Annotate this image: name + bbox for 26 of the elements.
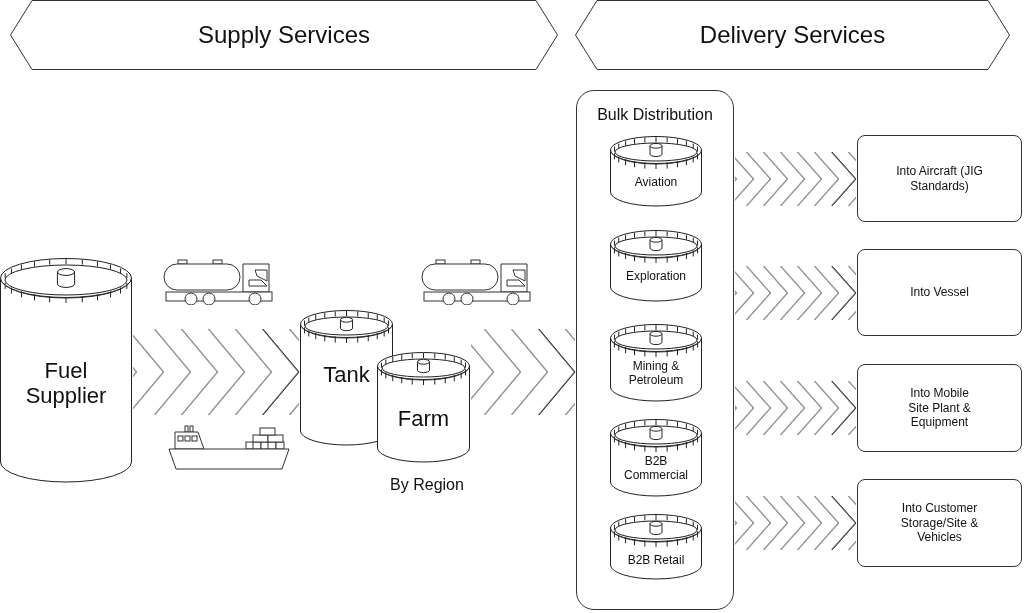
group-panel [576,90,734,610]
caption-text: By Region [389,475,465,495]
tank-label: Aviation [633,176,679,190]
tank-label: Tank [322,362,371,388]
tank-label: Mining & Petroleum [627,360,685,388]
section-banner [10,0,558,70]
tank-label: B2B Retail [626,554,686,568]
chevron-arrow [471,328,576,416]
box-label: Into Vessel [909,285,970,300]
destination-box [857,479,1022,567]
group-title: Bulk Distribution [596,105,714,125]
chevron-arrow [735,495,857,551]
section-banner [575,0,1010,70]
tank-label: Farm [396,406,451,432]
box-label: Into Aircraft (JIG Standards) [895,164,984,193]
box-label: Into Customer Storage/Site & Vehicles [899,501,980,545]
destination-box [857,249,1022,336]
box-label: Into Mobile Site Plant & Equipment [907,386,972,430]
chevron-arrow [133,328,300,416]
destination-box [857,135,1022,222]
banner-title: Delivery Services [699,20,886,50]
destination-box [857,364,1022,452]
banner-title: Supply Services [197,20,371,50]
tank-label: B2B Commercial [623,455,689,483]
tank-label: Exploration [624,270,687,284]
tank-label: Fuel Supplier [24,358,108,409]
